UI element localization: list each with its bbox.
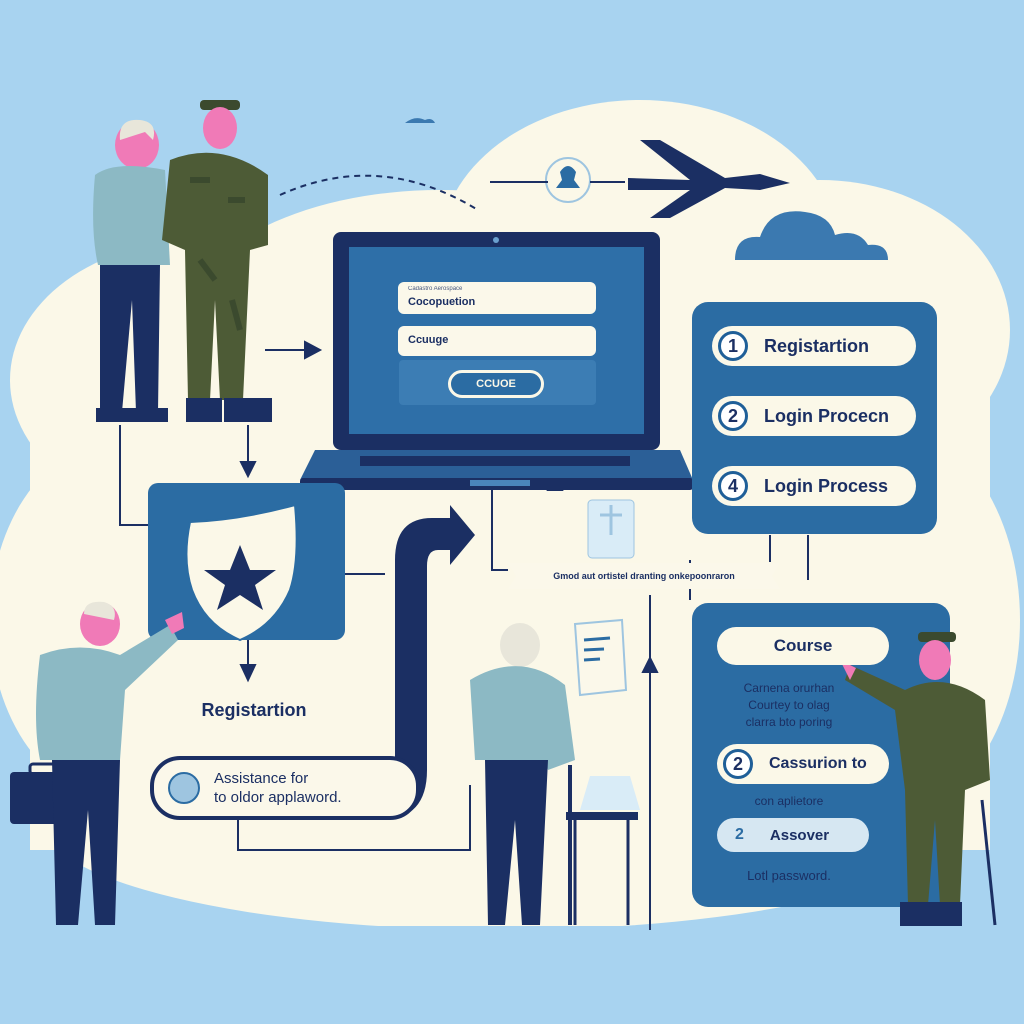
step-number-badge: 4 (718, 471, 748, 501)
step-label: Registartion (764, 335, 870, 356)
tiny-cloud-icon (405, 118, 435, 123)
soldier-figure-top (162, 100, 272, 422)
laptop-submit-button[interactable]: CCUOE (448, 370, 544, 398)
laptop-field-2[interactable]: Ccuuge (398, 326, 596, 356)
elderly-man-pointing-figure (36, 601, 184, 925)
elderly-man-figure (93, 119, 170, 422)
step-item-1[interactable]: 1 Registartion (712, 326, 916, 366)
course-description: Carnena orurhan Courtey to olag clarra b… (706, 680, 872, 731)
answer-number: 2 (735, 826, 744, 843)
flow-arrow (330, 505, 475, 820)
user-avatar-icon (168, 772, 200, 804)
document-icon (573, 618, 628, 697)
step-number-badge: 1 (718, 331, 748, 361)
course-desc-line: clarra bto poring (745, 715, 833, 729)
course-desc-line: Carnena orurhan (743, 681, 835, 695)
small-cloud-icon (735, 211, 888, 260)
answer-item[interactable]: 2 Assover (717, 818, 869, 852)
airplane-icon (628, 140, 790, 218)
course-footer: Lotl password. (747, 868, 831, 883)
field-1-label: Cadastro Aerospace (408, 286, 463, 292)
field-1-value: Cocopuetion (408, 296, 476, 308)
course-label[interactable]: Course (717, 627, 889, 665)
star-icon (204, 545, 276, 610)
laptop-field-1[interactable]: Cadastro Aerospace Cocopuetion (398, 282, 596, 314)
person-icon (556, 166, 580, 188)
soldier-figure-right (840, 632, 997, 926)
laptop (300, 232, 693, 490)
course-desc-line: Courtey to olag (748, 698, 830, 712)
step-label: Login Procecn (764, 405, 890, 426)
field-2-value: Ccuuge (408, 334, 449, 346)
glass-award-icon (587, 499, 635, 559)
step-label: Login Process (764, 475, 889, 496)
info-banner: Gmod aut ortistel dranting onkepoonraron (508, 563, 780, 589)
registration-label[interactable]: Registartion (160, 690, 348, 730)
step-item-2[interactable]: 2 Login Procecn (712, 396, 916, 436)
step-item-3[interactable]: 4 Login Process (712, 466, 916, 506)
assistance-box[interactable]: Assistance for to oldor applaword. (150, 756, 420, 820)
small-laptop-icon (566, 776, 640, 925)
course-sub-text: con aplietore (754, 794, 824, 808)
assistance-line-2: to oldor applaword. (214, 789, 342, 806)
step-number-badge: 2 (723, 749, 753, 779)
assistance-line-1: Assistance for (214, 770, 309, 787)
answer-label: Assover (769, 826, 830, 844)
floor (0, 926, 1024, 1024)
elderly-man-cane-figure (470, 623, 575, 925)
step-number-badge: 2 (718, 401, 748, 431)
step-label: Cassurion to (769, 755, 867, 772)
course-step-item[interactable]: 2 Cassurion to (717, 744, 889, 784)
